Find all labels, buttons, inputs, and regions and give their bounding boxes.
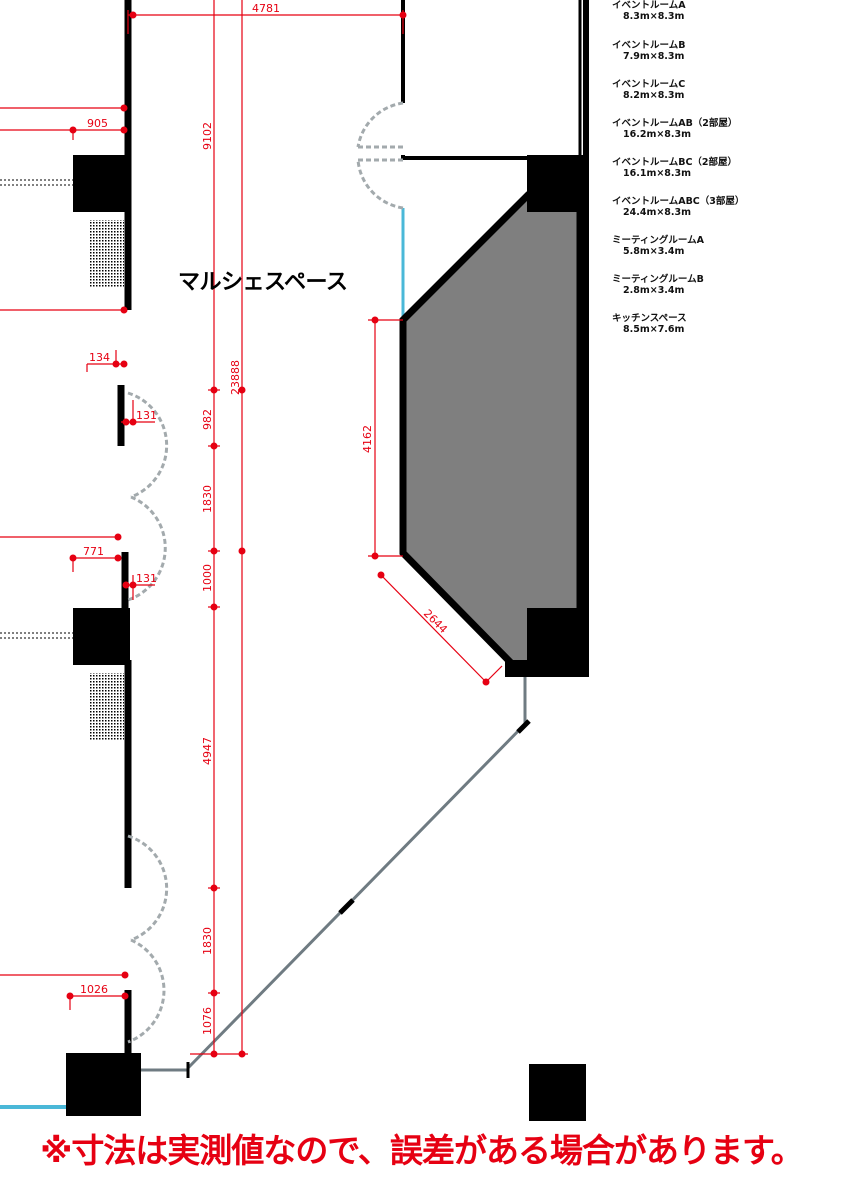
door-swing-left-4 [127, 938, 166, 1044]
door-swing-top-1 [356, 101, 404, 148]
columns [66, 155, 588, 1121]
column-1 [73, 155, 125, 212]
dotted-rails [0, 179, 73, 639]
door-swing-left-1 [127, 391, 169, 499]
legend-item: イベントルームB 7.9m×8.3m [612, 40, 685, 62]
legend-item: イベントルームC 8.2m×8.3m [612, 79, 685, 101]
legend-item: キッチンスペース 8.5m×7.6m [612, 313, 687, 335]
column-4 [527, 155, 585, 212]
column-6 [505, 660, 588, 677]
legend-room-size: 2.8m×3.4m [623, 285, 685, 296]
legend-item: イベントルームAB（2部屋） 16.2m×8.3m [612, 118, 737, 140]
dim-1076: 1076 [201, 1007, 214, 1035]
dim-1000: 1000 [201, 564, 214, 592]
door-swing-left-3 [127, 834, 169, 942]
dim-131a: 131 [136, 409, 157, 422]
dim-4947: 4947 [201, 737, 214, 765]
legend-room-size: 8.2m×8.3m [623, 90, 685, 101]
dim-771: 771 [83, 545, 104, 558]
measurement-note: ※寸法は実測値なので、誤差がある場合があります。 [40, 1131, 803, 1170]
dim-1026: 1026 [80, 983, 108, 996]
dim-2644: 2644 [421, 607, 450, 636]
dimension-dots [66, 11, 490, 1058]
dim-982: 982 [201, 409, 214, 430]
legend-room-name: イベントルームA [612, 0, 686, 11]
legend-item: ミーティングルームB 2.8m×3.4m [612, 274, 704, 296]
legend-item: イベントルームBC（2部屋） 16.1m×8.3m [612, 157, 737, 179]
legend-room-name: キッチンスペース [612, 313, 687, 324]
door-swing-left-2 [127, 495, 167, 602]
column-7 [529, 1064, 586, 1121]
rail-joint-1 [516, 719, 531, 734]
grille-2 [90, 673, 124, 740]
dim-4162: 4162 [361, 425, 374, 453]
rail [141, 677, 527, 1072]
legend-item: イベントルームABC（3部屋） 24.4m×8.3m [612, 196, 744, 218]
legend-room-name: イベントルームABC（3部屋） [612, 196, 745, 207]
dim-23888: 23888 [229, 360, 242, 395]
legend-room-name: イベントルームB [612, 40, 686, 51]
legend-item: ミーティングルームA 5.8m×3.4m [612, 235, 704, 257]
dim-134: 134 [89, 351, 110, 364]
legend-room-name: イベントルームBC（2部屋） [612, 157, 738, 168]
legend-room-name: ミーティングルームA [612, 235, 704, 246]
legend-room-size: 7.9m×8.3m [623, 51, 685, 62]
legend-room-name: イベントルームC [612, 79, 686, 90]
legend-room-size: 24.4m×8.3m [623, 207, 692, 218]
column-3 [66, 1053, 141, 1116]
legend-room-size: 8.3m×8.3m [623, 11, 685, 22]
legend-room-size: 8.5m×7.6m [623, 324, 685, 335]
marche-space-label: マルシェスペース [178, 270, 348, 295]
legend-room-size: 5.8m×3.4m [623, 246, 685, 257]
dim-131b: 131 [136, 572, 157, 585]
legend-room-size: 16.2m×8.3m [623, 129, 692, 140]
door-swing-top-2 [356, 159, 404, 210]
legend-room-size: 16.1m×8.3m [623, 168, 692, 179]
column-5 [527, 608, 585, 665]
legend-room-name: イベントルームAB（2部屋） [612, 118, 738, 129]
door-swings [127, 101, 404, 1044]
dim-1830a: 1830 [201, 485, 214, 513]
dim-9102: 9102 [201, 122, 214, 150]
legend-item: イベントルームA 8.3m×8.3m [612, 0, 686, 22]
kitchen-room [399, 191, 584, 671]
dim-1830b: 1830 [201, 927, 214, 955]
rail-joint-2 [338, 898, 355, 915]
column-2 [73, 608, 130, 665]
dim-905: 905 [87, 117, 108, 130]
legend-room-name: ミーティングルームB [612, 274, 704, 285]
grille-1 [90, 220, 124, 287]
dim-top-width: 4781 [252, 2, 280, 15]
dimension-lines [0, 0, 503, 1055]
